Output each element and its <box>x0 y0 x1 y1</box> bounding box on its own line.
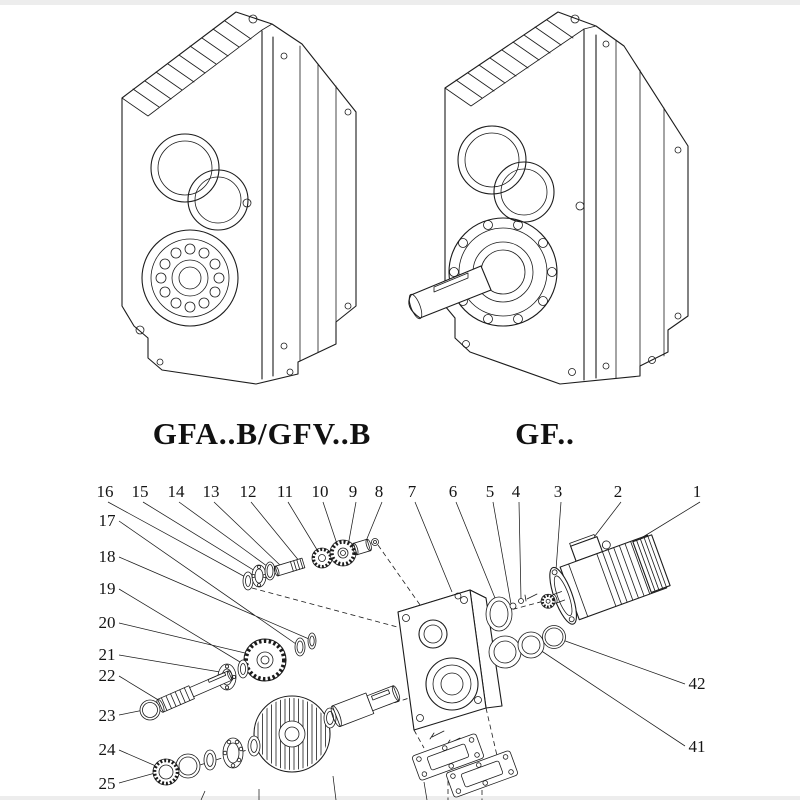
part-callout-11: 11 <box>277 482 293 501</box>
motor-drawing <box>540 534 671 625</box>
part-callout-10: 10 <box>312 482 329 501</box>
part-callout-21: 21 <box>99 645 116 664</box>
part-callout-2: 2 <box>614 482 623 501</box>
eye-bolt <box>601 540 611 550</box>
model-label-right: GF.. <box>515 416 575 451</box>
intermediate-pinion-shaft <box>156 670 234 713</box>
part-callout-6: 6 <box>449 482 458 501</box>
lifting-eye-hole <box>248 14 258 24</box>
motor-flange-parts <box>485 593 538 632</box>
model-label-left: GFA..B/GFV..B <box>153 416 372 451</box>
part-callout-12: 12 <box>240 482 257 501</box>
side-panel-ribs <box>602 39 682 379</box>
part-callout-3: 3 <box>554 482 563 501</box>
part-callout-22: 22 <box>99 666 116 685</box>
input-bearing-bores <box>150 133 252 231</box>
shaft-keyway <box>433 272 469 293</box>
callouts-top-row: 16 15 14 13 12 11 10 9 8 7 6 5 4 3 2 1 <box>97 482 702 501</box>
gear-housing-drawing <box>397 589 503 731</box>
spacer-sleeve <box>352 538 372 556</box>
part-callout-42: 42 <box>689 674 706 693</box>
part-callout-18: 18 <box>99 547 116 566</box>
part-callout-16: 16 <box>97 482 114 501</box>
part-callout-8: 8 <box>375 482 384 501</box>
output-shaft-drawing <box>330 685 401 727</box>
part-callout-20: 20 <box>99 613 116 632</box>
circlip <box>542 625 566 649</box>
callouts-right-column: 42 41 <box>689 674 706 756</box>
part-callout-13: 13 <box>203 482 220 501</box>
part-callout-1: 1 <box>693 482 702 501</box>
housing-corner-edges <box>583 28 597 381</box>
output-shaft <box>408 265 492 319</box>
callouts-left-column: 17 18 19 20 21 22 23 24 25 <box>99 511 117 793</box>
part-callout-4: 4 <box>512 482 521 501</box>
output-gear-parts <box>152 685 401 786</box>
mounting-feet <box>462 340 656 376</box>
part-callout-17: 17 <box>99 511 117 530</box>
gasket-plate <box>412 733 484 781</box>
gear-medium <box>329 539 357 567</box>
housing-eye-hole <box>454 592 462 600</box>
output-seal-rings <box>488 625 566 669</box>
part-callout-25: 25 <box>99 774 116 793</box>
part-callout-7: 7 <box>408 482 417 501</box>
part-callout-14: 14 <box>168 482 186 501</box>
part-callout-5: 5 <box>486 482 495 501</box>
output-bearing-drawing <box>141 229 239 327</box>
housing-corner-edges <box>261 30 274 380</box>
gasket-plate <box>446 750 518 798</box>
gearbox-drawing-gf <box>408 11 689 385</box>
fan-cover <box>632 534 671 593</box>
side-panel-ribs <box>280 45 352 362</box>
gearbox-drawing-gfa-gfv <box>121 11 357 385</box>
circlip <box>139 699 161 721</box>
exploded-parts-diagram: 16 15 14 13 12 11 10 9 8 7 6 5 4 3 2 1 1… <box>97 482 706 800</box>
cooling-ribs-top <box>121 20 273 117</box>
input-bearing-bores <box>457 125 585 223</box>
page-bottom-edge <box>0 796 800 800</box>
part-callout-15: 15 <box>132 482 149 501</box>
lifting-eye-hole <box>570 14 580 24</box>
cooling-ribs-top <box>444 19 597 107</box>
intermediate-gear-parts <box>139 632 317 721</box>
output-flange-and-shaft <box>408 217 558 327</box>
page-top-edge <box>0 0 800 5</box>
part-callout-41: 41 <box>689 737 706 756</box>
part-callout-19: 19 <box>99 579 116 598</box>
part-callout-9: 9 <box>349 482 358 501</box>
mounting-feet <box>135 325 294 376</box>
input-shaft-parts <box>242 538 379 591</box>
gasket-plate-parts <box>412 730 518 798</box>
part-callout-24: 24 <box>99 740 117 759</box>
part-callout-23: 23 <box>99 706 116 725</box>
input-pinion-shaft <box>273 557 306 577</box>
